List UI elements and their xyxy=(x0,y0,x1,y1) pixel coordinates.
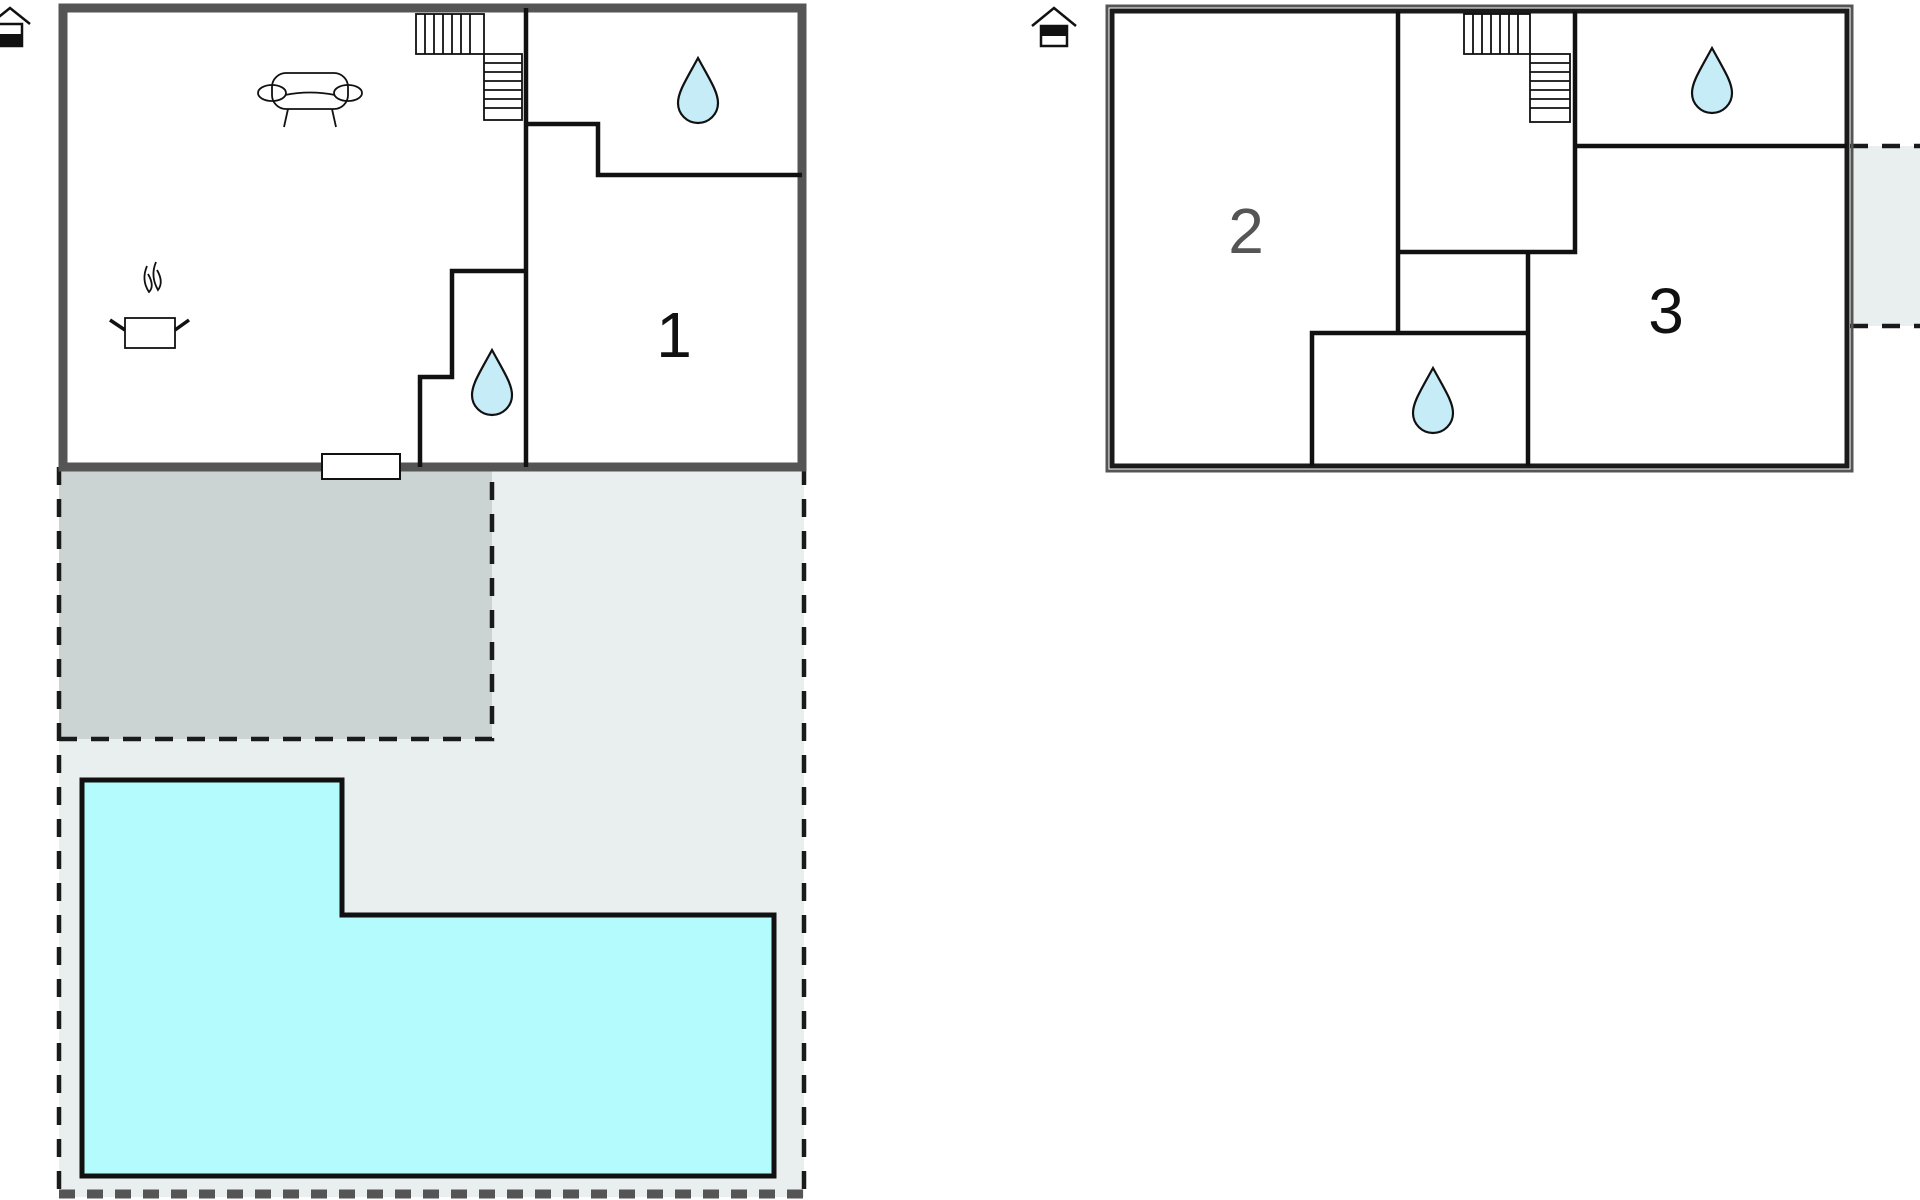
upper-floor-outer-wall xyxy=(1105,4,1854,473)
room-label-1: 1 xyxy=(656,299,692,371)
covered-terrace-outline xyxy=(59,467,495,742)
wall-stair-bath xyxy=(1398,11,1578,255)
room-label-3: 3 xyxy=(1648,275,1684,347)
terrace-door xyxy=(321,453,401,480)
sofa-icon xyxy=(257,72,363,128)
balcony-area xyxy=(1850,146,1920,326)
ground-floor-outer-wall xyxy=(58,3,807,472)
wall-bath-lower xyxy=(417,268,526,467)
room-label-2: 2 xyxy=(1228,195,1264,267)
balcony-outline xyxy=(1850,143,1920,329)
wall-lower-bath xyxy=(1309,330,1528,466)
staircase-icon xyxy=(1463,13,1571,123)
wall-bath-upper xyxy=(526,121,802,178)
covered-terrace xyxy=(59,467,492,739)
entrance-house-icon xyxy=(1031,6,1077,48)
water-drop-icon xyxy=(470,347,514,417)
upper-floor-inner-wall xyxy=(1109,8,1850,469)
water-drop-icon xyxy=(676,55,720,125)
ground-floor: 1 xyxy=(0,3,807,1199)
staircase-icon xyxy=(415,13,523,121)
water-drop-icon xyxy=(1411,365,1455,435)
upper-floor: 2 3 xyxy=(1031,4,1920,473)
cooking-pot-icon xyxy=(109,261,191,349)
swimming-pool xyxy=(79,777,777,1179)
water-drop-icon xyxy=(1690,45,1734,115)
entrance-house-icon xyxy=(0,6,31,48)
